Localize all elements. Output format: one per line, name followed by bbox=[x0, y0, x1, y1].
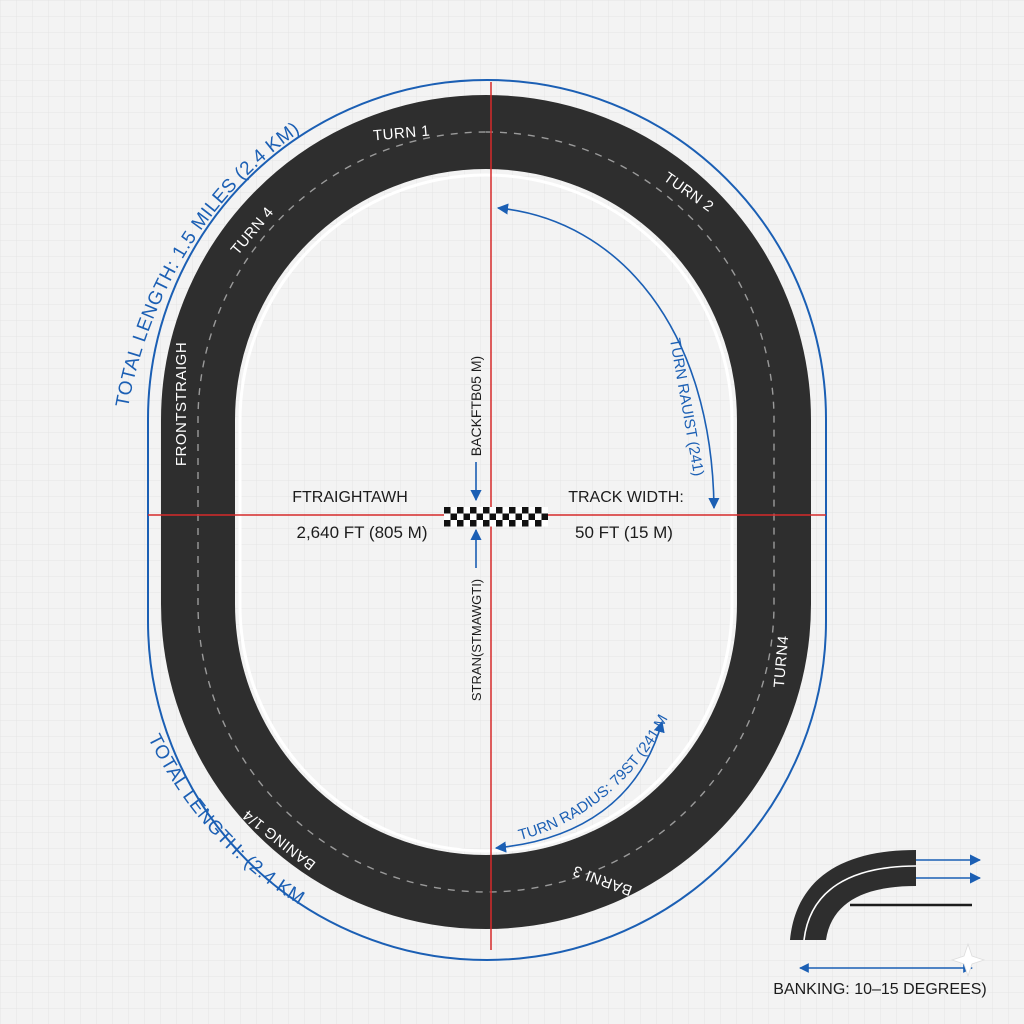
checker-square bbox=[450, 507, 457, 514]
front-straight-label: FRONTSTRAIGH bbox=[173, 342, 190, 466]
banking-inset: BANKING: 10–15 DEGREES) bbox=[773, 850, 987, 998]
checker-square bbox=[470, 507, 477, 514]
checker-square bbox=[476, 513, 483, 520]
checker-square bbox=[541, 513, 548, 520]
checker-square bbox=[457, 520, 464, 527]
checker-square bbox=[489, 520, 496, 527]
checker-square bbox=[522, 520, 529, 527]
checker-square bbox=[522, 507, 529, 514]
checker-square bbox=[463, 520, 470, 527]
checker-square bbox=[528, 507, 535, 514]
checker-square bbox=[541, 507, 548, 514]
checker-square bbox=[444, 507, 451, 514]
checker-square bbox=[463, 513, 470, 520]
checker-square bbox=[463, 507, 470, 514]
checker-square bbox=[489, 513, 496, 520]
checker-square bbox=[515, 520, 522, 527]
checker-square bbox=[535, 507, 542, 514]
checker-square bbox=[444, 520, 451, 527]
total-length-outline bbox=[147, 79, 827, 961]
checker-square bbox=[509, 520, 516, 527]
checker-square bbox=[444, 513, 451, 520]
center-lane-dashes bbox=[197, 131, 775, 893]
checker-square bbox=[515, 513, 522, 520]
checker-square bbox=[509, 507, 516, 514]
checker-square bbox=[496, 507, 503, 514]
checker-square bbox=[483, 513, 490, 520]
checker-square bbox=[502, 520, 509, 527]
checker-square bbox=[509, 513, 516, 520]
checker-square bbox=[515, 507, 522, 514]
checker-square bbox=[528, 520, 535, 527]
checker-square bbox=[528, 513, 535, 520]
checker-square bbox=[470, 513, 477, 520]
checker-square bbox=[483, 507, 490, 514]
checker-square bbox=[535, 520, 542, 527]
checker-square bbox=[476, 520, 483, 527]
checker-square bbox=[522, 513, 529, 520]
banking-curve-highlight bbox=[803, 865, 917, 941]
banking-curve-shape bbox=[790, 850, 916, 940]
checker-square bbox=[470, 520, 477, 527]
inner-edge-line bbox=[238, 173, 734, 853]
track-width-value: 50 FT (15 M) bbox=[575, 523, 673, 542]
checker-square bbox=[450, 513, 457, 520]
checker-square bbox=[476, 507, 483, 514]
turn-radius-arrow-bottom bbox=[494, 720, 665, 853]
banking-caption: BANKING: 10–15 DEGREES) bbox=[773, 981, 986, 998]
turn-4-label-right: TURN4 bbox=[771, 635, 793, 689]
checker-square bbox=[489, 507, 496, 514]
turn-1-label: TURN 1 bbox=[372, 123, 430, 145]
start-straight-label: STRAN(STMAWGTI) bbox=[469, 579, 484, 701]
checker-square bbox=[496, 513, 503, 520]
checker-square bbox=[541, 520, 548, 527]
straightaway-label: FTRAIGHTAWH bbox=[292, 489, 408, 506]
start-finish-line bbox=[444, 507, 548, 527]
turn-radius-arrow-right bbox=[496, 203, 720, 510]
checker-square bbox=[457, 513, 464, 520]
checker-square bbox=[496, 520, 503, 527]
back-straight-label: BACKFTB05 M) bbox=[468, 356, 484, 456]
checker-square bbox=[483, 520, 490, 527]
checker-square bbox=[535, 513, 542, 520]
checker-square bbox=[457, 507, 464, 514]
track-width-label: TRACK WIDTH: bbox=[568, 489, 684, 506]
straightaway-value: 2,640 FT (805 M) bbox=[296, 523, 427, 542]
checker-square bbox=[502, 507, 509, 514]
checker-square bbox=[450, 520, 457, 527]
checker-square bbox=[502, 513, 509, 520]
sparkle-icon bbox=[950, 942, 986, 978]
